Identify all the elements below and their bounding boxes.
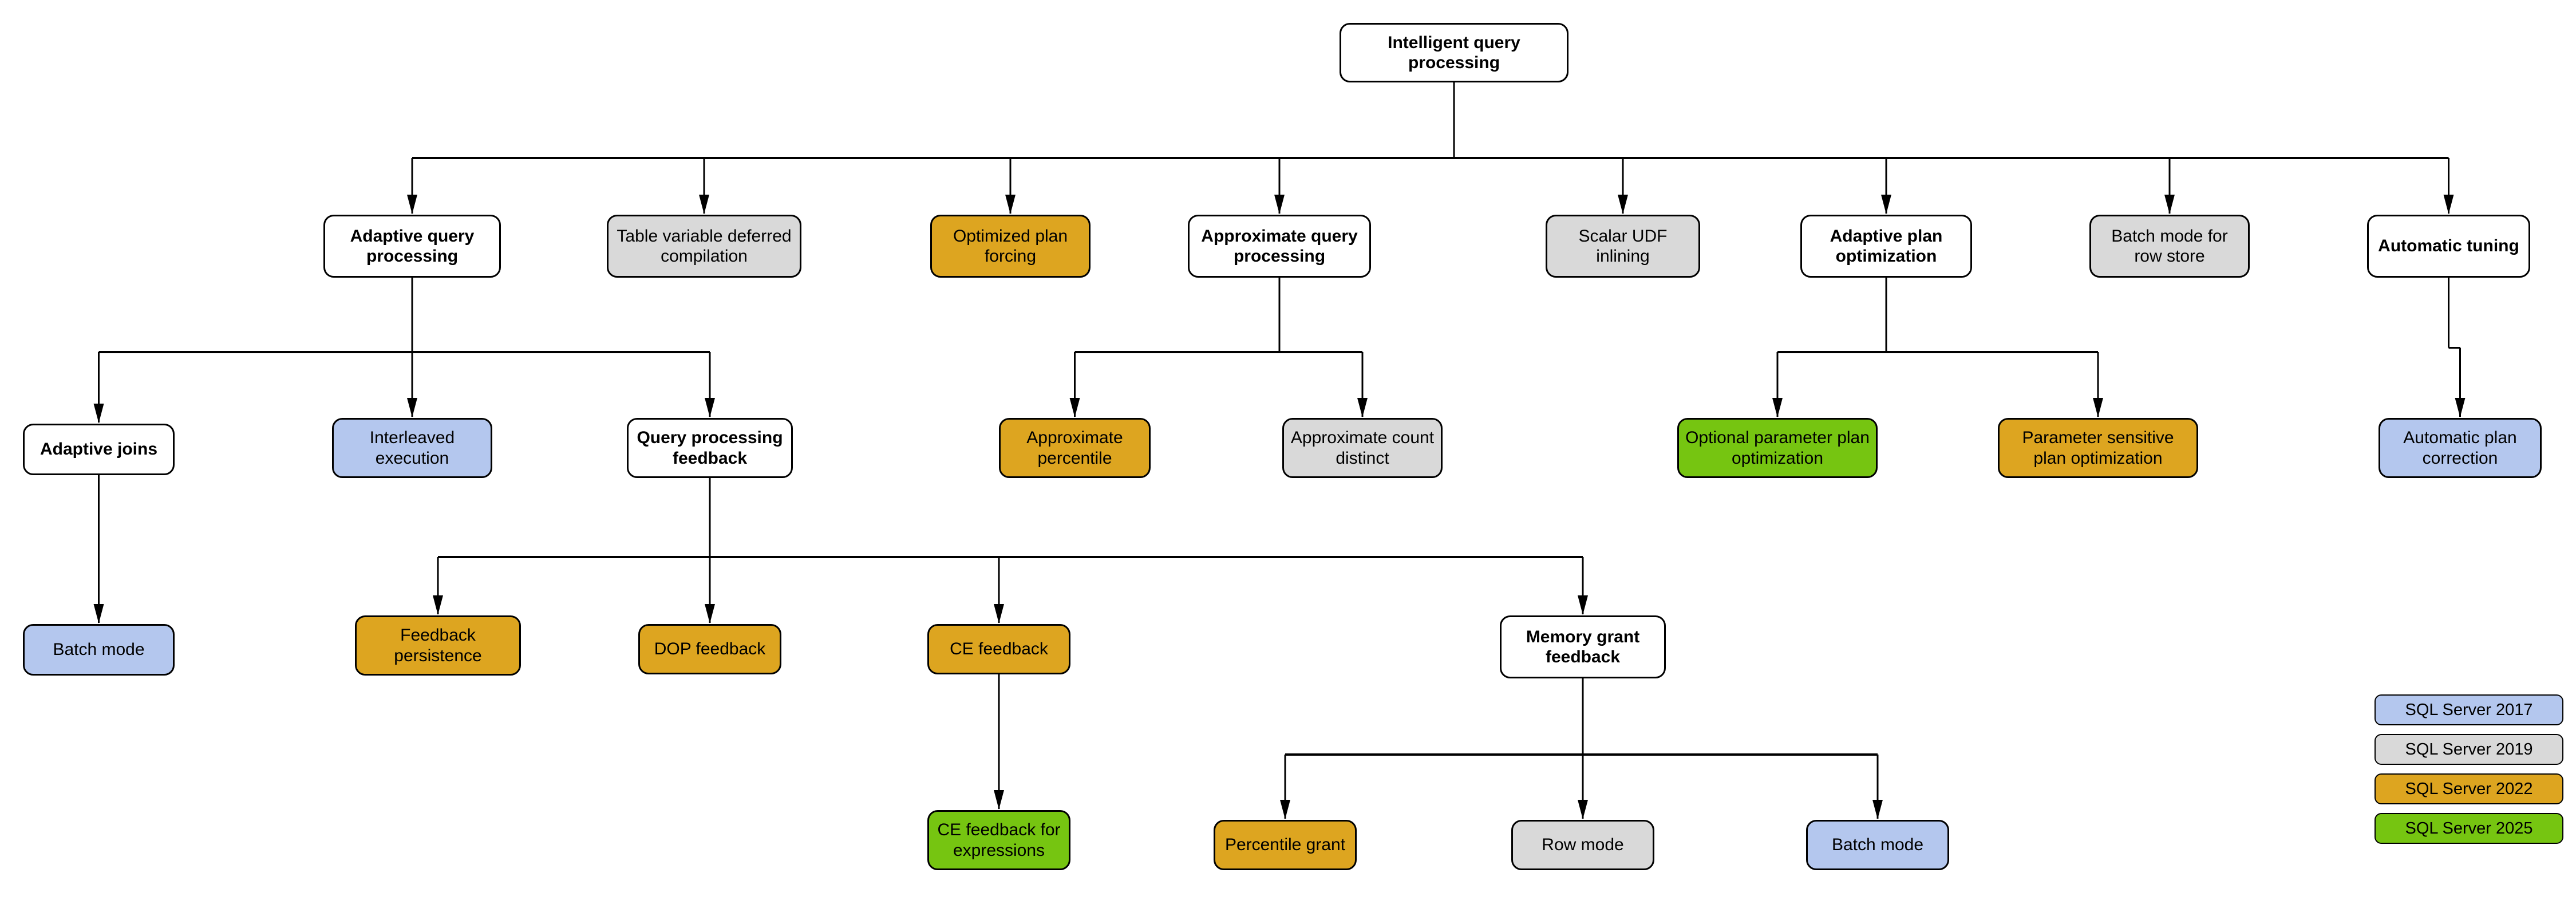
node-cefe[interactable]: CE feedback for expressions [927,810,1070,870]
node-ajoin[interactable]: Adaptive joins [23,424,175,475]
node-dopf[interactable]: DOP feedback [638,624,781,674]
node-apq[interactable]: Approximate query processing [1188,215,1371,278]
node-pgrant[interactable]: Percentile grant [1214,820,1357,870]
node-pspo[interactable]: Parameter sensitive plan optimization [1998,418,2198,478]
node-root[interactable]: Intelligent query processing [1340,23,1568,82]
node-apo[interactable]: Adaptive plan optimization [1800,215,1972,278]
node-bmode1[interactable]: Batch mode [23,624,175,676]
node-fbp[interactable]: Feedback persistence [355,615,521,676]
node-rmode[interactable]: Row mode [1511,820,1654,870]
legend-item-sql-server-2019: SQL Server 2019 [2374,734,2563,765]
node-ilex[interactable]: Interleaved execution [332,418,492,478]
node-aqp[interactable]: Adaptive query processing [323,215,501,278]
node-oppo[interactable]: Optional parameter plan optimization [1677,418,1878,478]
node-mgf[interactable]: Memory grant feedback [1500,615,1666,678]
legend-item-sql-server-2017: SQL Server 2017 [2374,694,2563,725]
legend-item-sql-server-2025: SQL Server 2025 [2374,813,2563,844]
node-bmode2[interactable]: Batch mode [1806,820,1949,870]
node-apct[interactable]: Approximate percentile [999,418,1151,478]
node-opf[interactable]: Optimized plan forcing [930,215,1091,278]
node-cef[interactable]: CE feedback [927,624,1070,674]
node-tvdc[interactable]: Table variable deferred compilation [607,215,801,278]
node-atun[interactable]: Automatic tuning [2367,215,2530,278]
legend-item-sql-server-2022: SQL Server 2022 [2374,773,2563,804]
node-apc[interactable]: Automatic plan correction [2379,418,2542,478]
node-acd[interactable]: Approximate count distinct [1282,418,1443,478]
node-sudf[interactable]: Scalar UDF inlining [1546,215,1700,278]
node-qpf[interactable]: Query processing feedback [627,418,793,478]
node-bmrs[interactable]: Batch mode for row store [2089,215,2250,278]
